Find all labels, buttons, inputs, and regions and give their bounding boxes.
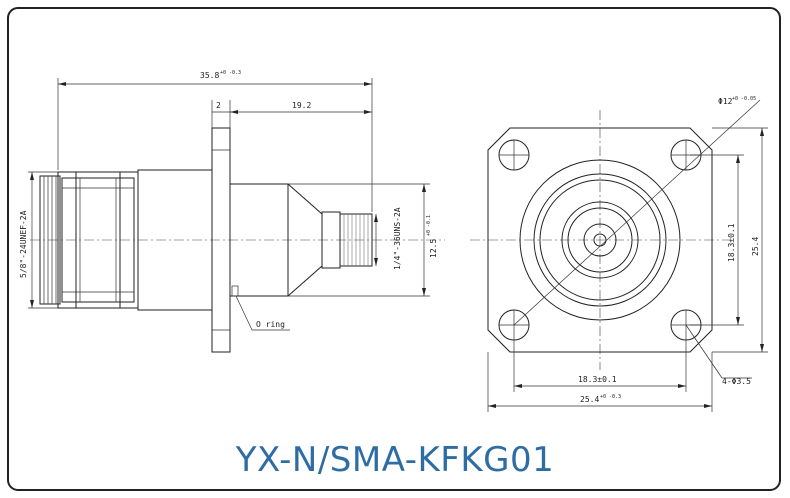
overall-length-label: 35.8 bbox=[200, 71, 219, 80]
rear-length-label: 19.2 bbox=[292, 101, 311, 110]
hole-spacing-h-label: 18.3±0.1 bbox=[578, 375, 617, 384]
overall-length-tol: +0 -0.3 bbox=[220, 70, 241, 76]
n-thread-label: 5/8"-24UNEF-2A bbox=[19, 210, 28, 278]
sma-thread-label: 1/4"-36UNS-2A bbox=[393, 207, 402, 270]
flange-h-tol: +0 -0.3 bbox=[600, 394, 621, 400]
o-ring-label: O ring bbox=[256, 320, 285, 329]
body-dia-tol: +0 -0.1 bbox=[426, 215, 432, 236]
hole-spacing-v-label: 18.3±0.1 bbox=[727, 223, 736, 262]
hole-dia-tol: +0 -0.05 bbox=[732, 96, 756, 102]
flange-v-label: 25.4 bbox=[751, 237, 760, 256]
front-view: 4-Φ3.5 Φ12 +0 -0.05 18.3±0.1 25.4 18.3±0… bbox=[470, 96, 768, 412]
flange-h-label: 25.4 bbox=[580, 395, 599, 404]
flange-thickness-label: 2 bbox=[216, 101, 221, 110]
ring-3 bbox=[539, 179, 661, 301]
insulator bbox=[583, 223, 617, 257]
body-dia-label: 12.5 bbox=[429, 239, 438, 258]
ring-2 bbox=[533, 173, 667, 307]
ring-5 bbox=[567, 207, 633, 273]
mount-holes-label: 4-Φ3.5 bbox=[722, 377, 751, 386]
n-thread bbox=[39, 175, 61, 305]
part-number-title: YX-N/SMA-KFKG01 bbox=[235, 440, 555, 480]
rear-body bbox=[229, 183, 289, 297]
diag-leader bbox=[513, 99, 761, 326]
n-nut-inner bbox=[61, 177, 135, 303]
front-flange bbox=[487, 127, 713, 353]
ring-4 bbox=[561, 201, 639, 279]
outer-border bbox=[7, 7, 781, 491]
side-view: 35.8 +0 -0.3 2 19.2 5/8"-24UNEF-2A 1/4"-… bbox=[19, 70, 445, 353]
hole-dia-label: Φ12 bbox=[718, 97, 733, 106]
outer-ring bbox=[519, 159, 681, 321]
